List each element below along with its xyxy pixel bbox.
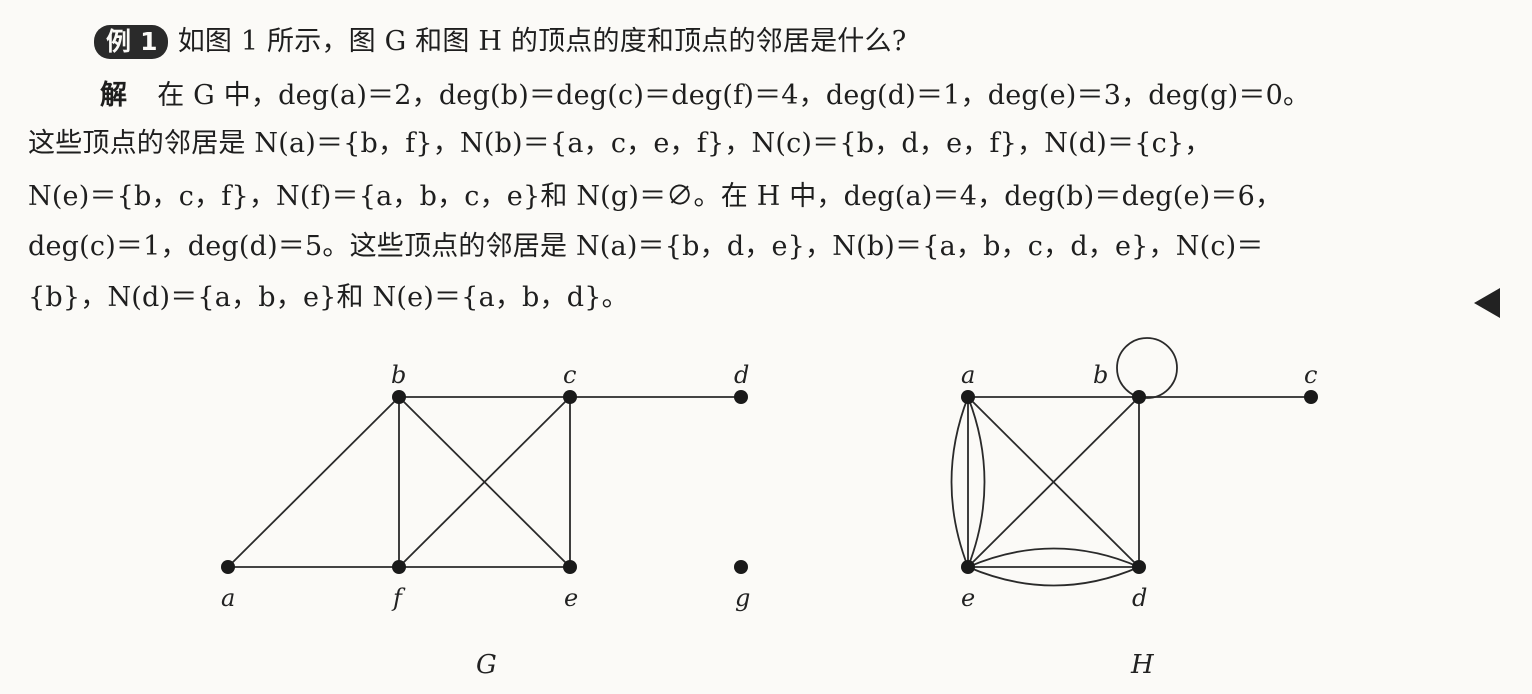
vertex-h-a [961,390,975,404]
example-badge: 例 1 [94,25,168,59]
graph-h: a b c d e H [950,337,1318,680]
vertex-h-b [1132,390,1146,404]
solution-text-1: 在 G 中，deg(a)＝2，deg(b)＝deg(c)＝deg(f)＝4，de… [157,80,1311,111]
example-heading: 例 1 如图 1 所示，图 G 和图 H 的顶点的度和顶点的邻居是什么? [94,24,906,60]
solution-line-4: deg(c)＝1，deg(d)＝5。这些顶点的邻居是 N(a)＝{b，d，e}，… [28,231,1264,262]
edge-g-a-b [227,396,400,568]
vertex-g-c [563,390,577,404]
label-g-e: e [564,584,578,612]
label-h-d: d [1132,584,1147,612]
label-h-e: e [961,584,975,612]
vertex-h-d [1132,560,1146,574]
edge-h-a-e-3 [967,396,986,568]
label-g-f: f [391,584,406,612]
vertex-g-d [734,390,748,404]
vertex-g-a [221,560,235,574]
example-question: 如图 1 所示，图 G 和图 H 的顶点的度和顶点的邻居是什么? [177,26,907,57]
edge-h-a-e-2 [950,396,969,568]
label-h-b: b [1093,361,1108,389]
vertex-g-e [563,560,577,574]
solution-line-3: N(e)＝{b，c，f}，N(f)＝{a，b，c，e}和 N(g)＝∅。在 H … [28,181,1283,212]
label-g-g: g [735,584,750,612]
vertex-h-e [961,560,975,574]
label-h-c: c [1304,361,1317,389]
graph-g: a b c d e f g G [221,361,750,680]
graph-g-name: G [476,650,497,680]
label-h-a: a [961,361,975,389]
label-g-a: a [221,584,235,612]
vertex-g-g [734,560,748,574]
vertex-g-f [392,560,406,574]
solution-label: 解 [100,80,128,111]
edge-h-e-d-2 [967,547,1140,568]
edge-g-c-f [398,396,571,568]
edge-h-b-e [967,396,1140,568]
solution-line-5: {b}，N(d)＝{a，b，e}和 N(e)＝{a，b，d}。 [28,282,629,313]
graph-h-name: H [1130,650,1155,680]
edge-h-e-d-3 [967,566,1140,587]
end-of-example-marker [1474,288,1500,318]
edge-h-b-loop [1116,337,1178,399]
solution-line-1: 解在 G 中，deg(a)＝2，deg(b)＝deg(c)＝deg(f)＝4，d… [100,78,1310,114]
label-g-d: d [734,361,749,389]
solution-line-2: 这些顶点的邻居是 N(a)＝{b，f}，N(b)＝{a，c，e，f}，N(c)＝… [28,128,1212,159]
vertex-h-c [1304,390,1318,404]
label-g-b: b [391,361,406,389]
vertex-g-b [392,390,406,404]
label-g-c: c [563,361,576,389]
